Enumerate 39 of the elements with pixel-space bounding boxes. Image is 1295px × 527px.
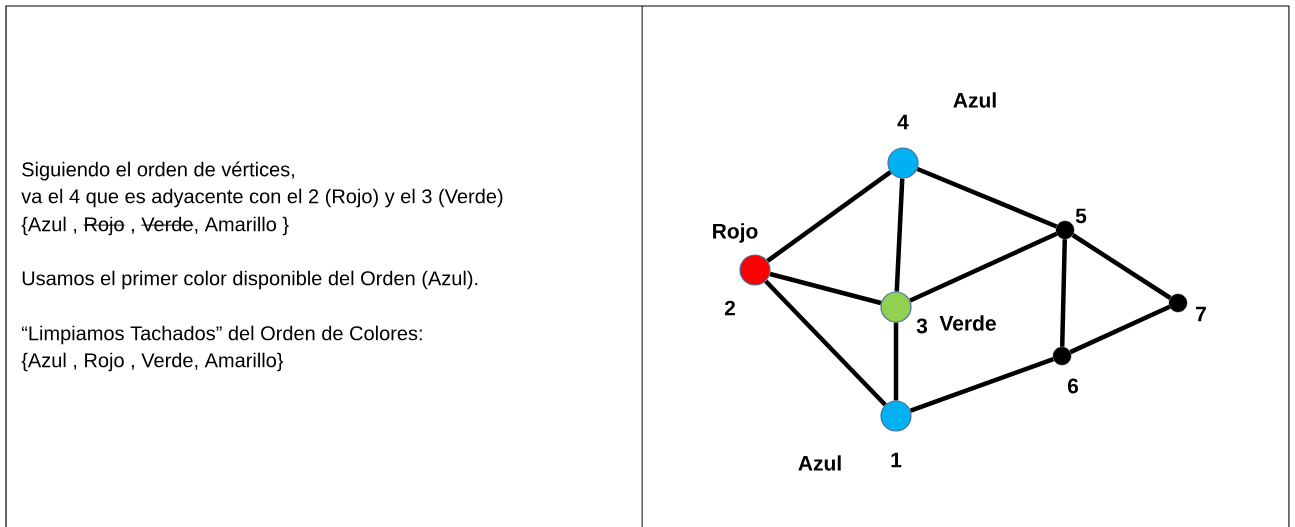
color-name: Azul [798, 455, 841, 471]
text-line: “Limpiamos Tachados” del Orden de Colores: [21, 325, 422, 345]
edge [766, 170, 892, 263]
edge [764, 279, 887, 407]
text: , [131, 229, 134, 234]
color-name: Verde [939, 315, 996, 331]
vertex-number: 6 [1067, 378, 1079, 394]
vertex-number: 2 [724, 300, 735, 316]
edge [894, 178, 905, 292]
struck-word: Rojo [83, 216, 126, 236]
edge [909, 357, 1055, 413]
edge [909, 231, 1058, 303]
vertex-number: 4 [897, 114, 909, 130]
vertex [1052, 346, 1072, 366]
vertex-number: 5 [1075, 208, 1087, 224]
text-line: {Azul , Rojo , Verde, Amarillo} [21, 352, 284, 372]
vertex [887, 147, 919, 179]
vertex [880, 400, 912, 432]
vertex [1168, 293, 1188, 313]
text-line: va el 4 que es adyacente con el 2 (Rojo) y el 3 (Verde) [21, 188, 503, 208]
text: {Azul , [21, 216, 77, 236]
struck-word: Verde [140, 216, 194, 232]
edge [893, 322, 899, 401]
vertex [880, 291, 912, 323]
vertex [739, 254, 771, 286]
edge [1059, 239, 1068, 347]
edge [916, 166, 1058, 229]
color-name: Rojo [713, 223, 758, 243]
vertex-number: 7 [1196, 306, 1206, 322]
edge [1069, 304, 1171, 355]
vertex-number: 1 [891, 452, 902, 468]
edge [1071, 233, 1172, 300]
vertex-number: 3 [916, 318, 928, 334]
color-name: Azul [953, 92, 996, 108]
text-line: Siguiendo el orden de vértices, [22, 161, 294, 181]
text-line: Usamos el primer color disponible del Orden (Azul). [22, 270, 478, 290]
edge [769, 271, 882, 306]
text: , Amarillo } [195, 216, 289, 236]
vertex [1055, 220, 1075, 240]
